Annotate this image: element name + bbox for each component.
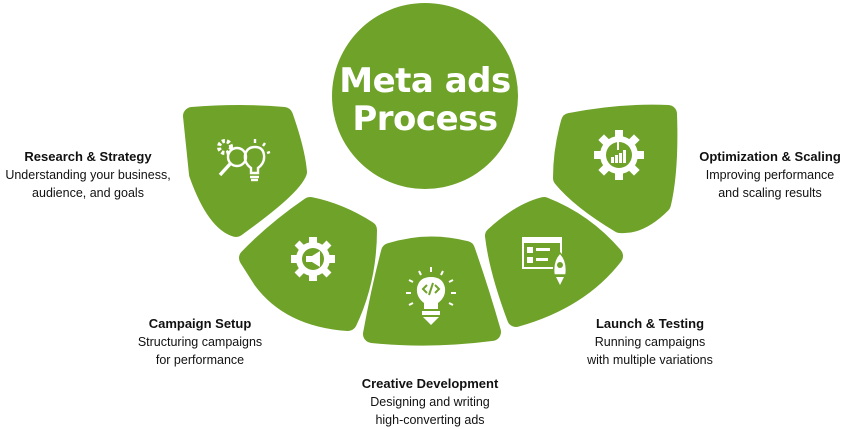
step-launch-testing: Launch & Testing Running campaigns with … xyxy=(565,315,735,369)
code-bulb-icon xyxy=(406,267,456,325)
center-title: Meta ads Process xyxy=(323,62,527,138)
step-description: for performance xyxy=(155,353,245,367)
checklist-rocket-icon xyxy=(522,237,568,285)
step-description: with multiple variations xyxy=(587,353,713,367)
gear-megaphone-icon xyxy=(291,237,335,281)
step-title: Creative Development xyxy=(361,376,499,391)
step-description: Designing and writing xyxy=(370,395,490,409)
step-description: Improving performance xyxy=(705,168,835,182)
gear-bulb-magnifier-icon xyxy=(217,139,271,182)
step-description: Running campaigns xyxy=(594,335,706,349)
gear-chart-icon xyxy=(594,130,644,180)
step-description: high-converting ads xyxy=(375,413,485,427)
step-research: Research & Strategy Understanding your b… xyxy=(0,148,176,202)
step-title: Campaign Setup xyxy=(148,316,252,331)
step-title: Launch & Testing xyxy=(595,316,705,331)
center-title-line1: Meta ads xyxy=(339,61,511,101)
step-creative-development: Creative Development Designing and writi… xyxy=(340,375,520,429)
step-description: Structuring campaigns xyxy=(137,335,263,349)
center-circle xyxy=(332,3,518,189)
step-optimization-scaling: Optimization & Scaling Improving perform… xyxy=(690,148,850,202)
step-title: Optimization & Scaling xyxy=(699,149,841,164)
step-campaign-setup: Campaign Setup Structuring campaigns for… xyxy=(120,315,280,369)
step-description: audience, and goals xyxy=(32,186,144,200)
step-description: and scaling results xyxy=(718,186,822,200)
step-description: Understanding your business, xyxy=(5,168,171,182)
step-title: Research & Strategy xyxy=(24,149,152,164)
center-title-line2: Process xyxy=(352,99,498,139)
